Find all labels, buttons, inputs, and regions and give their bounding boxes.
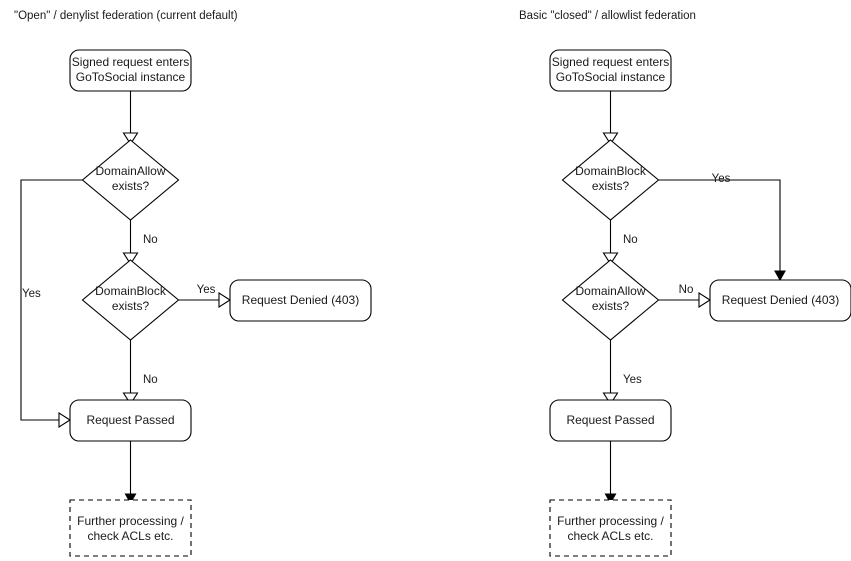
node-entry-right[interactable]: Signed request enters GoToSocial instanc… [549, 49, 672, 92]
arrowhead-open [602, 392, 619, 406]
arrowhead-solid [124, 493, 137, 505]
arrowhead-open [602, 252, 619, 266]
node-decision-domainblock-left-line1: DomainBlock [95, 284, 167, 298]
node-request-denied-right-shape [709, 279, 851, 322]
edge-label-domainallow-yes-left: Yes [22, 288, 41, 300]
edge-passed-to-further-left [124, 441, 137, 505]
node-decision-domainallow-right-line1: DomainAllow [575, 284, 645, 298]
node-entry-left[interactable]: Signed request enters GoToSocial instanc… [69, 49, 192, 92]
diagram-open-denylist: Signed request enters GoToSocial instanc… [20, 49, 372, 557]
edge-label-domainallow-no-right: No [679, 284, 694, 296]
node-request-denied-left-label: Request Denied (403) [242, 293, 359, 307]
node-request-passed-right-label: Request Passed [566, 413, 654, 427]
edge-domainallow-yes-right: Yes [602, 340, 642, 406]
node-decision-domainblock-right-line2: exists? [592, 179, 630, 193]
node-decision-domainallow-left[interactable]: DomainAllow exists? [81, 139, 180, 221]
node-entry-left-line2: GoToSocial instance [76, 70, 186, 84]
edge-domainallow-no-left: No [122, 220, 158, 266]
edge-domainblock-yes-right: Yes [658, 173, 786, 282]
diagram-title-open-denylist: "Open" / denylist federation (current de… [14, 10, 238, 22]
arrowhead-open [122, 132, 139, 146]
edge-label-domainblock-yes-right: Yes [712, 173, 731, 185]
node-decision-domainblock-left[interactable]: DomainBlock exists? [81, 259, 180, 341]
node-further-processing-right[interactable]: Further processing / check ACLs etc. [549, 499, 672, 557]
node-request-denied-left[interactable]: Request Denied (403) [229, 279, 372, 322]
arrowhead-open [218, 291, 232, 309]
edge-domainallow-no-right: No [658, 284, 712, 309]
arrowhead-open [698, 291, 712, 309]
node-further-processing-left-line2: check ACLs etc. [87, 529, 173, 543]
diagram-title-closed-allowlist: Basic "closed" / allowlist federation [519, 10, 696, 22]
arrowhead-open [122, 252, 139, 266]
node-request-passed-left-label: Request Passed [86, 413, 174, 427]
node-request-passed-right[interactable]: Request Passed [549, 399, 672, 442]
edge-label-domainblock-yes-left: Yes [197, 284, 216, 296]
node-request-denied-right[interactable]: Request Denied (403) [709, 279, 851, 322]
node-further-processing-right-line1: Further processing / [557, 514, 664, 528]
arrowhead-open [122, 392, 139, 406]
edge-domainallow-yes-left: Yes [20, 179, 83, 429]
arrowhead-open [58, 411, 72, 429]
node-decision-domainblock-right-line1: DomainBlock [575, 164, 647, 178]
node-decision-domainallow-right-line2: exists? [592, 299, 630, 313]
node-entry-right-line1: Signed request enters [552, 55, 669, 69]
node-entry-left-line1: Signed request enters [72, 55, 189, 69]
arrowhead-open [602, 132, 619, 146]
node-further-processing-left-line1: Further processing / [77, 514, 184, 528]
node-decision-domainallow-left-line1: DomainAllow [95, 164, 165, 178]
node-entry-right-line2: GoToSocial instance [556, 70, 666, 84]
node-further-processing-right-line2: check ACLs etc. [567, 529, 653, 543]
arrowhead-solid [774, 270, 786, 282]
node-request-denied-right-label: Request Denied (403) [722, 293, 839, 307]
edge-domainblock-no-right: No [602, 220, 638, 266]
node-decision-domainblock-right[interactable]: DomainBlock exists? [561, 139, 660, 221]
node-further-processing-left-shape [69, 499, 192, 557]
edge-label-domainallow-yes-right: Yes [623, 374, 642, 386]
edge-entry-to-domainblock-right [602, 91, 619, 146]
node-further-processing-left[interactable]: Further processing / check ACLs etc. [69, 499, 192, 557]
edge-entry-to-domainallow-left [122, 91, 139, 146]
edge-label-domainblock-no-left: No [143, 374, 158, 386]
node-decision-domainallow-left-line2: exists? [112, 179, 150, 193]
arrowhead-solid [604, 493, 617, 505]
node-decision-domainallow-right[interactable]: DomainAllow exists? [561, 259, 660, 341]
edge-passed-to-further-right [604, 441, 617, 505]
node-request-denied-left-shape [229, 279, 372, 322]
edge-label-domainallow-no-left: No [143, 234, 158, 246]
node-further-processing-right-shape [549, 499, 672, 557]
node-decision-domainblock-left-line2: exists? [112, 299, 150, 313]
edge-label-domainblock-no-right: No [623, 234, 638, 246]
node-request-passed-left[interactable]: Request Passed [69, 399, 192, 442]
edge-domainblock-yes-left: Yes [178, 284, 232, 309]
diagram-closed-allowlist: Signed request enters GoToSocial instanc… [549, 49, 851, 557]
edge-domainblock-no-left: No [122, 340, 158, 406]
